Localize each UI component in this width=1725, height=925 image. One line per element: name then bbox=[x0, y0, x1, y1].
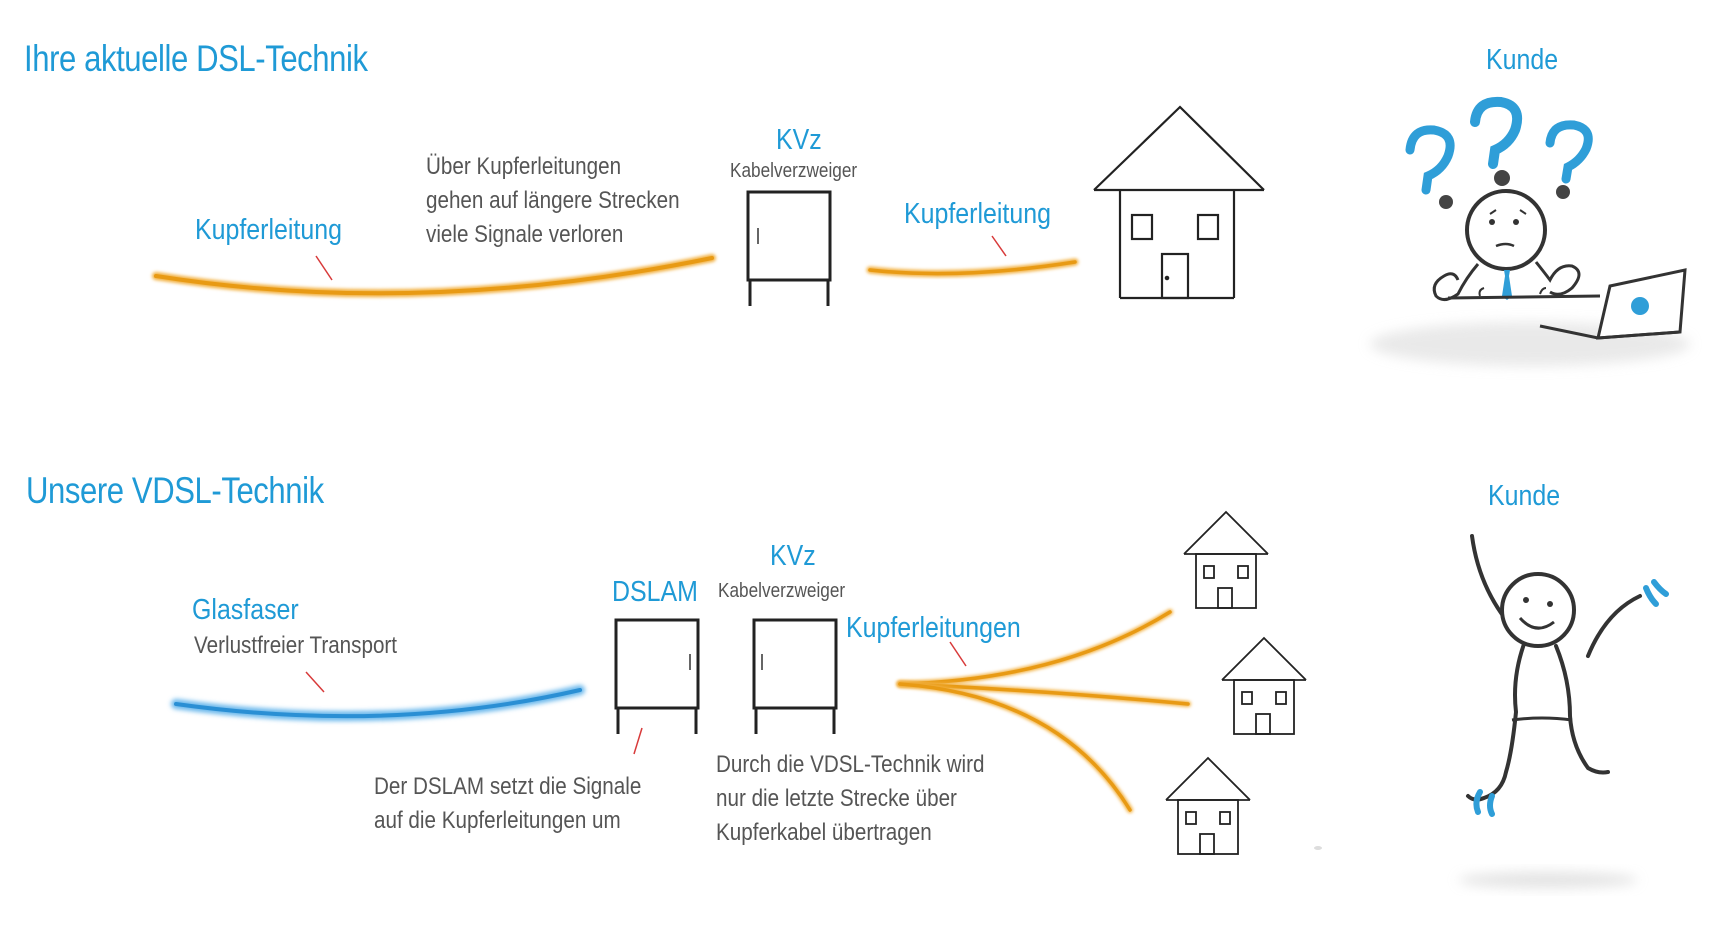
fiber-sublabel: Verlustfreier Transport bbox=[194, 632, 398, 659]
section-title-dsl: Ihre aktuelle DSL-Technik bbox=[24, 38, 368, 79]
confused-stickman-with-laptop-icon bbox=[1370, 96, 1690, 366]
house-small-1 bbox=[1183, 510, 1269, 609]
dslam-label: DSLAM bbox=[612, 576, 698, 608]
pointer-copper-right bbox=[991, 235, 1007, 257]
kvz-subtitle-vdsl: Kabelverzweiger bbox=[718, 580, 846, 602]
dslam-note: Der DSLAM setzt die Signale auf die Kupf… bbox=[374, 773, 642, 834]
kvz-title-vdsl: KVz bbox=[770, 540, 816, 572]
kvz-cabinet-dsl bbox=[746, 190, 832, 306]
kvz-cabinet-vdsl bbox=[752, 618, 838, 734]
copper-label-left: Kupferleitung bbox=[195, 214, 342, 246]
house-dsl bbox=[1093, 105, 1265, 300]
kvz-title-dsl: KVz bbox=[776, 124, 822, 156]
copper-loss-note: Über Kupferleitungen gehen auf längere S… bbox=[426, 153, 680, 248]
section-title-vdsl: Unsere VDSL-Technik bbox=[26, 470, 324, 511]
pointer-copper-left bbox=[315, 255, 333, 281]
vdsl-note: Durch die VDSL-Technik wird nur die letz… bbox=[716, 751, 985, 846]
dslam-cabinet bbox=[614, 618, 700, 734]
copper-lines-fan bbox=[897, 609, 1191, 813]
copper-label-right: Kupferleitung bbox=[904, 198, 1051, 230]
house-small-2 bbox=[1221, 636, 1307, 735]
copper-label-fan: Kupferleitungen bbox=[846, 612, 1021, 644]
pointer-copper-fan bbox=[949, 641, 967, 667]
pointer-dslam bbox=[633, 727, 643, 755]
customer-label-vdsl: Kunde bbox=[1488, 480, 1561, 512]
happy-jumping-stickman-icon bbox=[1458, 534, 1669, 888]
house-small-3 bbox=[1165, 756, 1251, 855]
customer-label-dsl: Kunde bbox=[1486, 44, 1559, 76]
pointer-fiber bbox=[305, 671, 325, 693]
kvz-subtitle-dsl: Kabelverzweiger bbox=[730, 160, 858, 182]
fiber-label: Glasfaser bbox=[192, 594, 299, 626]
